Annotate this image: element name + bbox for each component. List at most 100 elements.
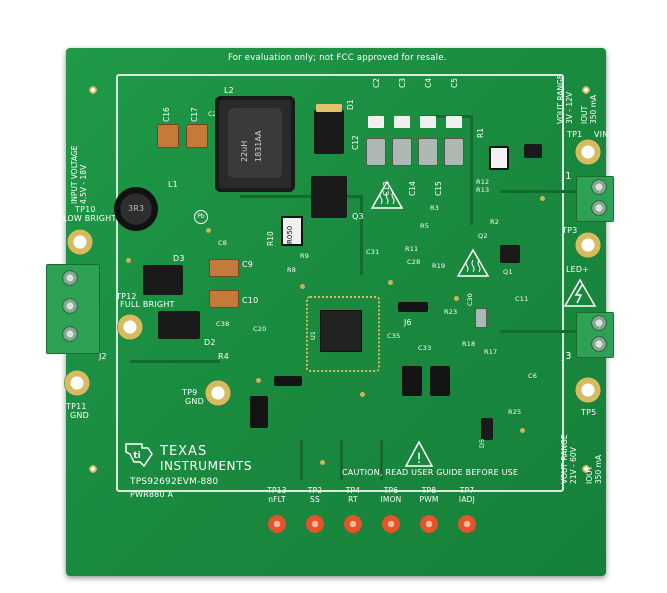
j6-label: J6 bbox=[404, 318, 412, 327]
ti-logo-icon: ti bbox=[125, 443, 153, 468]
c14-label: C14 bbox=[408, 181, 417, 196]
tp3-label: TP3 bbox=[562, 226, 578, 235]
j3-screw-2[interactable] bbox=[591, 336, 607, 352]
r23-label: R23 bbox=[444, 308, 458, 316]
trace bbox=[500, 330, 580, 333]
d3-label: D3 bbox=[173, 254, 185, 263]
tp8-test-pin[interactable] bbox=[420, 515, 438, 533]
via bbox=[388, 280, 393, 285]
tp10-label: TP10 bbox=[75, 205, 96, 214]
l2-core bbox=[228, 108, 282, 178]
trace bbox=[470, 115, 473, 225]
tp11-test-point[interactable] bbox=[64, 370, 90, 396]
l2-marking-1: 22uH bbox=[240, 140, 249, 162]
full-bright-label: FULL BRIGHT bbox=[120, 300, 175, 309]
via bbox=[206, 228, 211, 233]
j2-screw-1[interactable] bbox=[62, 270, 78, 286]
header-note: For evaluation only; not FCC approved fo… bbox=[228, 53, 447, 63]
tp9-label: TP9 bbox=[182, 388, 198, 397]
c17-capacitor bbox=[186, 124, 208, 148]
trace bbox=[360, 195, 363, 275]
bottom-pin-tp2[interactable]: TP2 SS bbox=[307, 486, 323, 504]
tp2-test-pin[interactable] bbox=[306, 515, 324, 533]
corner-hole bbox=[89, 465, 97, 473]
r19-label: R19 bbox=[432, 262, 446, 270]
c13-capacitor bbox=[392, 138, 412, 166]
c33-label: C33 bbox=[418, 344, 432, 352]
hot-surface-warning-icon bbox=[370, 180, 404, 209]
j3-screw-1[interactable] bbox=[591, 315, 607, 331]
tp12-test-point[interactable] bbox=[117, 314, 143, 340]
tp9-gnd-label: GND bbox=[185, 397, 204, 406]
via bbox=[360, 392, 365, 397]
d5-label: D5 bbox=[478, 438, 486, 448]
bottom-pin-tp13[interactable]: TP13 nFLT bbox=[267, 486, 287, 504]
j1-screw-1[interactable] bbox=[591, 179, 607, 195]
l2-marking-2: 1831AA bbox=[254, 130, 263, 162]
tp1-test-point[interactable] bbox=[575, 139, 601, 165]
bottom-pin-tp7[interactable]: TP7 IADJ bbox=[458, 486, 476, 504]
via bbox=[520, 428, 525, 433]
tp7-test-pin[interactable] bbox=[458, 515, 476, 533]
q-small bbox=[524, 144, 542, 158]
d1-label: D1 bbox=[346, 99, 355, 110]
j6-jumper[interactable] bbox=[398, 302, 428, 312]
r3-label: R3 bbox=[430, 204, 440, 212]
vout-range-bottom-label: VOUT RANGE 21V - 60V bbox=[560, 434, 578, 484]
trace bbox=[500, 190, 580, 193]
revision: PWR880 A bbox=[130, 490, 174, 499]
trace bbox=[300, 440, 303, 480]
tp5-test-point[interactable] bbox=[575, 377, 601, 403]
vin-label: VIN bbox=[594, 130, 609, 139]
c2-label: C2 bbox=[372, 77, 381, 88]
input-voltage-label: INPUT VOLTAGE 4.5V - 18V bbox=[70, 145, 88, 204]
bottom-pin-tp6[interactable]: TP6 IMON bbox=[380, 486, 402, 504]
q2-label: Q2 bbox=[478, 232, 488, 240]
trace bbox=[130, 360, 220, 363]
via bbox=[126, 258, 131, 263]
c11-label: C11 bbox=[515, 295, 529, 303]
via bbox=[320, 460, 325, 465]
tp3-test-point[interactable] bbox=[575, 232, 601, 258]
jumper[interactable] bbox=[250, 396, 268, 428]
r1-label: R1 bbox=[476, 128, 485, 138]
tp13-test-pin[interactable] bbox=[268, 515, 286, 533]
r10-resistor bbox=[281, 216, 303, 246]
j1-screw-2[interactable] bbox=[591, 200, 607, 216]
vout-range-top-label: VOUT RANGE 3V - 12V bbox=[556, 74, 574, 124]
low-bright-label: LOW BRIGHT bbox=[63, 214, 117, 223]
r17-label: R17 bbox=[484, 348, 498, 356]
c14-capacitor bbox=[418, 138, 438, 166]
jumper[interactable] bbox=[430, 366, 450, 396]
d2-label: D2 bbox=[204, 338, 216, 347]
j2-screw-2[interactable] bbox=[62, 298, 78, 314]
bottom-pin-tp8[interactable]: TP8 PWM bbox=[419, 486, 439, 504]
jumper[interactable] bbox=[402, 366, 422, 396]
brand-line-2: INSTRUMENTS bbox=[160, 459, 252, 473]
r4-label: R4 bbox=[218, 352, 230, 361]
hot-surface-warning-icon bbox=[456, 248, 490, 277]
tp6-test-pin[interactable] bbox=[382, 515, 400, 533]
trace bbox=[240, 195, 360, 198]
tp11-label: TP11 bbox=[66, 402, 87, 411]
r10-label: R10 bbox=[266, 231, 275, 246]
bottom-pin-tp4[interactable]: TP4 RT bbox=[345, 486, 361, 504]
corner-hole bbox=[89, 86, 97, 94]
via bbox=[256, 378, 261, 383]
led-plus-label: LED+ bbox=[566, 265, 590, 274]
tp10-test-point[interactable] bbox=[67, 229, 93, 255]
c4-label: C4 bbox=[424, 77, 433, 88]
j2-screw-3[interactable] bbox=[62, 326, 78, 342]
c38-label: C38 bbox=[216, 320, 230, 328]
c5-pad bbox=[446, 116, 462, 128]
d5-diode bbox=[481, 418, 493, 440]
jumper[interactable] bbox=[274, 376, 302, 386]
r9-label: R9 bbox=[300, 252, 310, 260]
tp5-label: TP5 bbox=[581, 408, 597, 417]
tp9-test-point[interactable] bbox=[205, 380, 231, 406]
u1-pad-field bbox=[306, 296, 380, 372]
trace bbox=[380, 440, 383, 480]
j2-label: J2 bbox=[99, 352, 107, 361]
tp4-test-pin[interactable] bbox=[344, 515, 362, 533]
c17-label: C17 bbox=[190, 107, 199, 122]
